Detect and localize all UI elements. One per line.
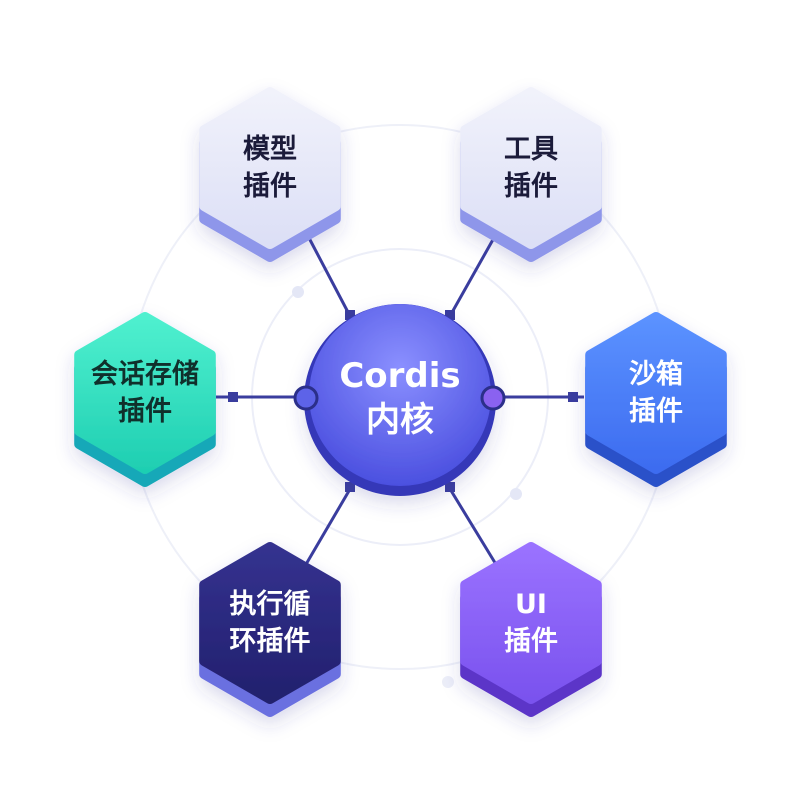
- plugin-node-session: [74, 312, 216, 487]
- connector-end-loop: [345, 482, 355, 492]
- connector-loop: [303, 483, 355, 567]
- plugin-node-face-model: [199, 87, 341, 249]
- plugin-node-model: [199, 87, 341, 262]
- plugin-node-face-tool: [460, 87, 602, 249]
- plugin-node-ui: [460, 542, 602, 717]
- core-port-right: [480, 385, 506, 411]
- plugin-nodes: [74, 87, 727, 717]
- connector-model: [306, 235, 352, 317]
- plugin-node-face-sandbox: [585, 312, 727, 474]
- connector-end-model: [345, 310, 355, 320]
- connectors: [216, 235, 584, 567]
- connector-end-ui: [445, 482, 455, 492]
- connector-end-session: [228, 392, 238, 402]
- plugin-node-loop: [199, 542, 341, 717]
- orbit-dot: [442, 676, 454, 688]
- orbit-dot: [292, 286, 304, 298]
- plugin-node-tool: [460, 87, 602, 262]
- core-port-left: [293, 385, 319, 411]
- plugin-node-face-loop: [199, 542, 341, 704]
- connector-tool: [448, 235, 497, 317]
- plugin-node-face-ui: [460, 542, 602, 704]
- connector-ui: [445, 483, 499, 567]
- connector-end-sandbox: [568, 392, 578, 402]
- plugin-node-sandbox: [585, 312, 727, 487]
- plugin-node-face-session: [74, 312, 216, 474]
- core-node: [304, 304, 496, 496]
- orbit-dot: [510, 488, 522, 500]
- connector-end-tool: [445, 310, 455, 320]
- core-node-face: [309, 304, 491, 486]
